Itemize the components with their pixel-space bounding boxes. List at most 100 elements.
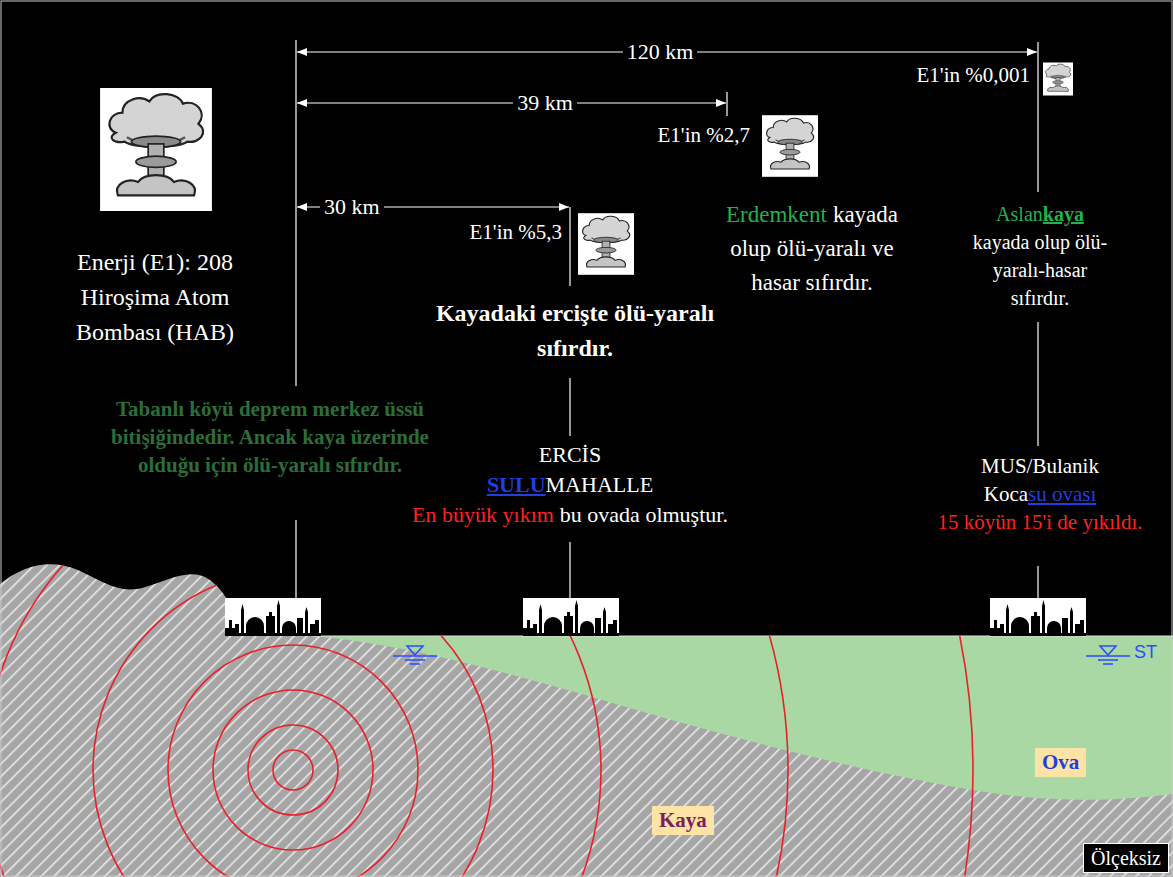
leader-line [569,542,570,598]
site-note: kayada olup ölü-yaralı-hasar sıfırdır. [973,231,1107,309]
water-table-triangle [407,646,423,655]
text-line: 120 km [627,39,694,65]
leader-line [569,207,570,286]
town-label: MUS/Bulanik [981,454,1099,478]
plain-label-text: Ova [1042,750,1079,775]
dimension-lines [297,52,1037,207]
water-table-symbol [393,646,437,664]
text-line: Kayadaki ercişte ölü-yaralı sıfırdır. [430,296,720,366]
plain-label: Ova [1035,748,1086,777]
text-line: Tabanlı köyü deprem merkez üssü bitişiği… [90,395,450,479]
leader-line [1037,322,1038,446]
leader-line [295,520,296,598]
town-icon [523,598,619,636]
town-label: bu ovada olmuştur. [560,502,728,527]
seismic-wave [0,462,601,877]
rock-label-text: Kaya [659,808,707,833]
site-note-group: Kayadaki ercişte ölü-yaralı sıfırdır. [430,296,720,366]
seismic-wave [248,725,338,815]
seismic-wave [93,570,493,877]
text-line: ST [1134,641,1157,663]
text-line: SULUMAHALLE [360,470,780,500]
site-note-group: Aslankaya kayada olup ölü-yaralı-hasar sı… [965,200,1115,312]
mushroom-cloud-icon [578,213,634,275]
text-line: Aslankaya [965,200,1115,228]
seismic-wave [168,645,418,877]
text-line: 39 km [517,90,573,116]
water-table-line [410,663,420,665]
text-line: E1'in %0,001 [917,62,1030,88]
text-line: ERCİS [360,440,780,470]
damage-note: 15 köyün 15'i de yıkıldı. [937,510,1142,534]
text-line: 30 km [324,194,380,220]
leader-line [1037,566,1038,598]
leader-line [569,378,570,436]
seismic-wave [0,275,788,877]
dimension-label: 39 km [517,90,573,115]
town-label-group: MUS/BulanikKocasu ovası15 köyün 15'i de … [915,452,1165,536]
dimension-line [297,102,726,103]
scale-note: Ölçeksiz [1083,843,1169,873]
energy-share-label: E1'in %5,3 [470,220,562,244]
mushroom-cloud-icon [762,115,818,177]
leader-line [726,92,727,116]
town-label: Koca [984,482,1028,506]
energy-share-label-group: E1'in %2,7 [658,122,750,148]
leader-line [1037,42,1038,192]
water-table-label-group: ST [1134,641,1157,663]
water-table-triangle [1100,646,1116,655]
town-label-group: ERCİSSULUMAHALLEEn büyük yıkımbu ovada o… [360,440,780,530]
text-line: E1'in %5,3 [470,219,562,245]
water-table-line [1098,659,1118,661]
mushroom-cloud-icon [1043,63,1073,96]
text-line: 15 köyün 15'i de yıkıldı. [915,508,1165,536]
text-line: E1'in %2,7 [658,122,750,148]
seismic-wave [213,690,373,850]
energy-share-label-group: E1'in %5,3 [470,219,562,245]
energy-share-label-group: E1'in %0,001 [917,62,1030,88]
water-table-symbol [1086,646,1130,664]
rock-ground [0,564,1173,877]
energy-note: Enerji (E1): 208 Hiroşima Atom Bombası (… [76,249,234,345]
text-line: Kocasu ovası [915,480,1165,508]
scale-note-text: Ölçeksiz [1091,846,1161,870]
town-label: su ovası [1028,482,1096,506]
place-name: Aslan [996,203,1043,225]
leader-lines [296,40,1038,598]
place-name: kaya [1043,203,1084,225]
damage-note: En büyük yıkım [412,502,554,527]
town-icon [225,598,321,636]
text-line: En büyük yıkımbu ovada olmuştur. [360,500,780,530]
town-label: ERCİS [539,442,601,467]
dimension-label-group: 30 km [320,194,384,220]
site-note-group: Erdemkentkayada olup ölü-yaralı ve hasar… [705,198,920,300]
dimension-label: 120 km [627,39,694,64]
site-note: Tabanlı köyü deprem merkez üssü bitişiği… [111,397,429,477]
dimension-label-group: 120 km [623,39,698,65]
text-line: kayada olup ölü-yaralı-hasar sıfırdır. [965,228,1115,312]
energy-share-label: E1'in %2,7 [658,123,750,147]
water-table-line [405,659,425,661]
rock-label: Kaya [652,806,714,835]
water-table-line [1103,663,1113,665]
plain-sediment [312,636,1173,800]
site-note-group: Tabanlı köyü deprem merkez üssü bitişiği… [90,395,450,479]
text-line: MUS/Bulanik [915,452,1165,480]
town-label: SULU [487,472,546,497]
text-line: Enerji (E1): 208 Hiroşima Atom Bombası (… [55,245,255,350]
town-icon [990,598,1086,636]
energy-note-group: Enerji (E1): 208 Hiroşima Atom Bombası (… [55,245,255,350]
place-name: Erdemkent [726,202,827,227]
text-line: Erdemkentkayada olup ölü-yaralı ve hasar… [705,198,920,300]
water-table-label: ST [1134,642,1157,662]
mushroom-cloud-icon [100,88,212,211]
energy-share-label: E1'in %0,001 [917,63,1030,87]
site-note: Kayadaki ercişte ölü-yaralı sıfırdır. [436,300,714,361]
leader-line [295,40,296,386]
seismic-wave [273,750,313,790]
town-label: MAHALLE [546,472,654,497]
dimension-label: 30 km [324,194,380,219]
